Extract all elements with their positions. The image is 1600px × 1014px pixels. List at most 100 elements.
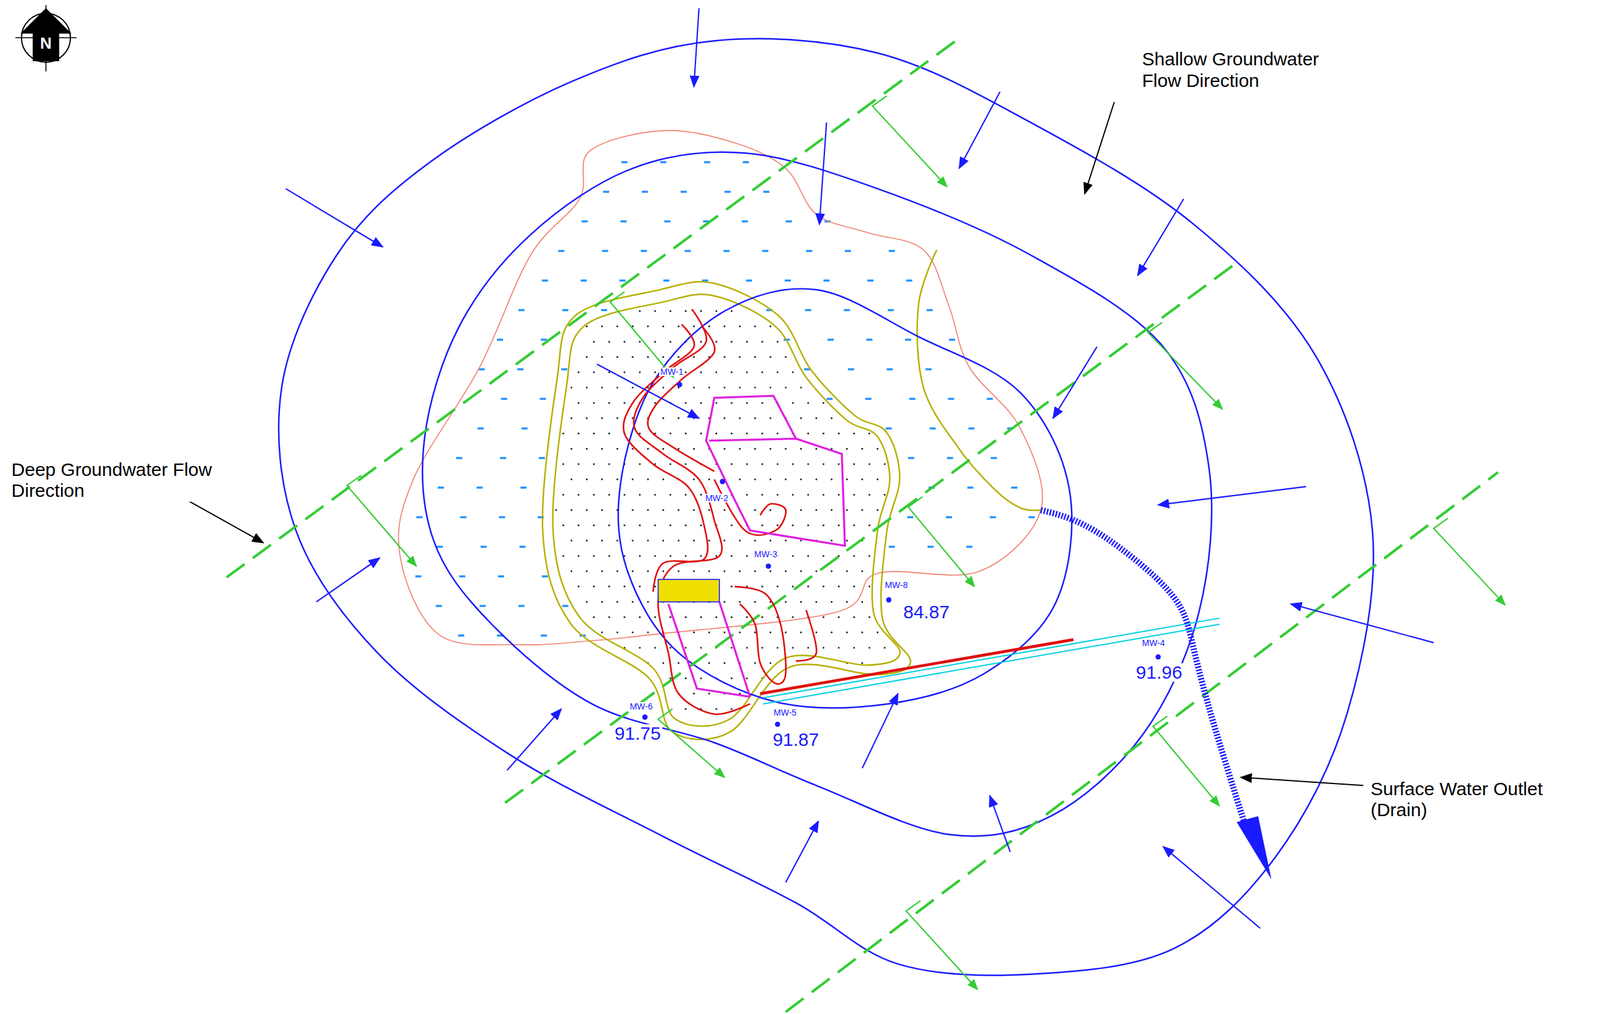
ground-dot	[699, 677, 702, 680]
ground-dot	[562, 463, 565, 466]
ground-dot	[638, 554, 641, 557]
ground-dot	[699, 432, 702, 435]
ground-dot	[662, 325, 665, 328]
ground-dot	[662, 448, 665, 451]
ground-dot	[761, 371, 764, 374]
ground-dot	[830, 540, 833, 542]
ground-dot	[822, 524, 825, 527]
ground-dot	[685, 432, 687, 435]
ground-dot	[631, 356, 634, 359]
ground-dot	[868, 493, 871, 496]
ground-dot	[638, 524, 641, 527]
water-mark	[540, 338, 547, 341]
water-mark	[498, 516, 505, 518]
ground-dot	[608, 554, 611, 557]
ground-dot	[570, 448, 573, 451]
ground-dot	[791, 554, 794, 557]
ground-dot	[601, 601, 604, 604]
water-mark	[906, 516, 914, 518]
ground-dot	[638, 463, 641, 466]
ground-dot	[623, 524, 626, 527]
ground-dot	[693, 417, 695, 420]
ground-dot	[715, 310, 718, 312]
ground-dot	[623, 402, 626, 404]
ground-dot	[699, 340, 702, 343]
leader-line	[1084, 101, 1115, 194]
ground-dot	[791, 402, 794, 404]
ground-dot	[861, 570, 864, 573]
ground-dot	[677, 417, 680, 420]
ground-dot	[669, 493, 672, 496]
khaki-contour	[542, 281, 911, 740]
ground-dot	[723, 509, 726, 512]
ground-dot	[715, 340, 718, 343]
ground-dot	[631, 601, 634, 604]
ground-dot	[693, 356, 695, 359]
ground-dot	[822, 554, 825, 557]
groundwater-ring	[618, 288, 1073, 708]
ground-dot	[608, 524, 611, 527]
ground-dot	[616, 325, 619, 328]
ground-dot	[631, 631, 634, 634]
ground-dot	[791, 371, 794, 374]
ground-dot	[754, 509, 756, 512]
ground-dot	[730, 340, 733, 343]
ground-dot	[685, 463, 687, 466]
water-mark	[704, 160, 711, 163]
ground-dot	[593, 463, 595, 466]
ground-dot	[807, 402, 809, 404]
deep-flow-arrow	[872, 96, 948, 187]
ground-dot	[616, 356, 619, 359]
water-mark	[540, 634, 547, 637]
water-mark	[496, 338, 504, 341]
ground-dot	[868, 646, 871, 649]
ground-dot	[776, 524, 779, 527]
ground-dot	[585, 325, 588, 328]
ground-dot	[837, 463, 840, 466]
deep-flow-line	[504, 261, 1239, 804]
ground-dot	[638, 310, 641, 312]
well-label: MW-2	[704, 493, 730, 503]
water-mark	[619, 279, 626, 282]
water-mark	[844, 249, 851, 252]
water-mark	[746, 279, 753, 282]
drain-arrowhead	[1236, 816, 1272, 880]
ground-dot	[761, 402, 764, 404]
ground-dot	[800, 540, 803, 542]
ground-dot	[669, 554, 672, 557]
ground-dot	[585, 356, 588, 359]
water-mark	[640, 249, 647, 252]
ground-dot	[601, 386, 604, 389]
ground-dot	[570, 540, 573, 542]
water-mark	[435, 604, 443, 607]
deep-flow-arrow	[657, 709, 725, 778]
water-mark	[986, 397, 993, 400]
water-mark	[500, 456, 507, 459]
ground-dot	[693, 631, 695, 634]
ground-dot	[593, 585, 595, 588]
ground-dot	[708, 386, 711, 389]
ground-dot	[776, 432, 779, 435]
ground-dot	[638, 616, 641, 619]
ground-dot	[769, 478, 772, 481]
ground-dot	[861, 662, 864, 665]
ground-dot	[601, 417, 604, 420]
ground-dot	[800, 509, 803, 512]
ground-dot	[800, 417, 803, 420]
ground-dot	[669, 463, 672, 466]
khaki-contour	[917, 249, 1041, 510]
well-label: MW-1	[659, 367, 685, 377]
ground-dot	[570, 386, 573, 389]
ground-dot	[791, 524, 794, 527]
ground-dot	[738, 478, 741, 481]
ground-dot	[562, 493, 565, 496]
ground-dot	[730, 524, 733, 527]
ground-dot	[746, 646, 748, 649]
ground-dot	[822, 493, 825, 496]
road-line	[763, 618, 1220, 705]
ground-dot	[845, 570, 848, 573]
ground-dot	[738, 448, 741, 451]
ground-dot	[845, 631, 848, 634]
ground-dot	[822, 432, 825, 435]
elevation-value: 84.87	[902, 603, 951, 622]
